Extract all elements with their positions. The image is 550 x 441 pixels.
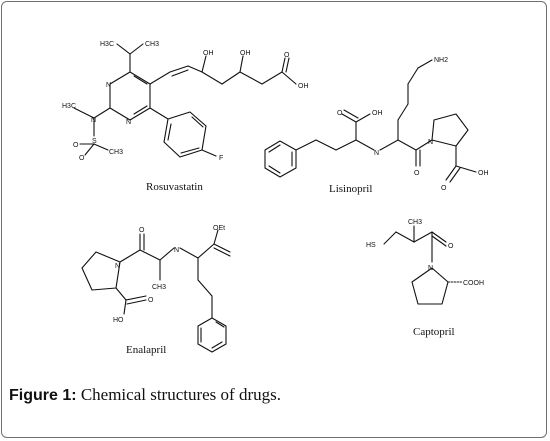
atom-label: NH2 <box>434 57 448 64</box>
drug-name-lisinopril: Lisinopril <box>329 183 373 195</box>
atom-label: HS <box>366 242 376 249</box>
atom-label: O <box>448 243 454 250</box>
figure-caption: Figure 1: Chemical structures of drugs. <box>9 385 281 405</box>
atom-label: CH3 <box>152 284 166 291</box>
atom-label: N <box>428 139 433 146</box>
atom-label: CH3 <box>408 219 422 226</box>
atom-label: N <box>91 117 96 124</box>
atom-label: S <box>92 138 97 145</box>
figure-caption-text: Chemical structures of drugs. <box>76 385 281 404</box>
atom-label: OH <box>240 50 251 57</box>
rosuvastatin-structure: H3C CH3 OH OH O OH N N H3C N O S O CH3 F <box>62 41 309 162</box>
atom-label: OH <box>203 50 214 57</box>
drug-name-captopril: Captopril <box>413 326 455 338</box>
atom-label: O <box>337 110 343 117</box>
atom-label: OH <box>478 170 489 177</box>
atom-label: H3C <box>100 41 114 48</box>
drug-name-enalapril: Enalapril <box>126 344 167 356</box>
atom-label: CH3 <box>109 149 123 156</box>
atom-label: OH <box>298 83 309 90</box>
atom-label: O <box>284 52 290 59</box>
drug-name-rosuvastatin: Rosuvastatin <box>146 181 203 193</box>
atom-label: O <box>139 227 145 234</box>
atom-label: O <box>148 297 154 304</box>
atom-label: F <box>219 155 223 162</box>
atom-label: COOH <box>463 280 484 287</box>
figure-label: Figure 1: <box>9 387 77 404</box>
atom-label: O <box>73 142 79 149</box>
atom-label: OH <box>372 110 383 117</box>
atom-label: O <box>441 185 447 192</box>
atom-label: N <box>106 82 111 89</box>
atom-label: OEt <box>213 225 225 232</box>
atom-label: O <box>414 170 420 177</box>
atom-label: N <box>174 247 179 254</box>
atom-label: N <box>374 150 379 157</box>
atom-label: H3C <box>62 103 76 110</box>
atom-label: N <box>126 119 131 126</box>
atom-label: O <box>79 155 85 162</box>
enalapril-structure: OEt O N N CH3 O HO <box>81 225 231 353</box>
atom-label: N <box>115 263 120 270</box>
lisinopril-structure: NH2 O OH N N O O OH <box>264 57 489 192</box>
atom-label: CH3 <box>145 41 159 48</box>
captopril-structure: CH3 HS O N COOH <box>366 219 484 305</box>
atom-label: HO <box>113 317 124 324</box>
atom-label: N <box>428 265 433 272</box>
